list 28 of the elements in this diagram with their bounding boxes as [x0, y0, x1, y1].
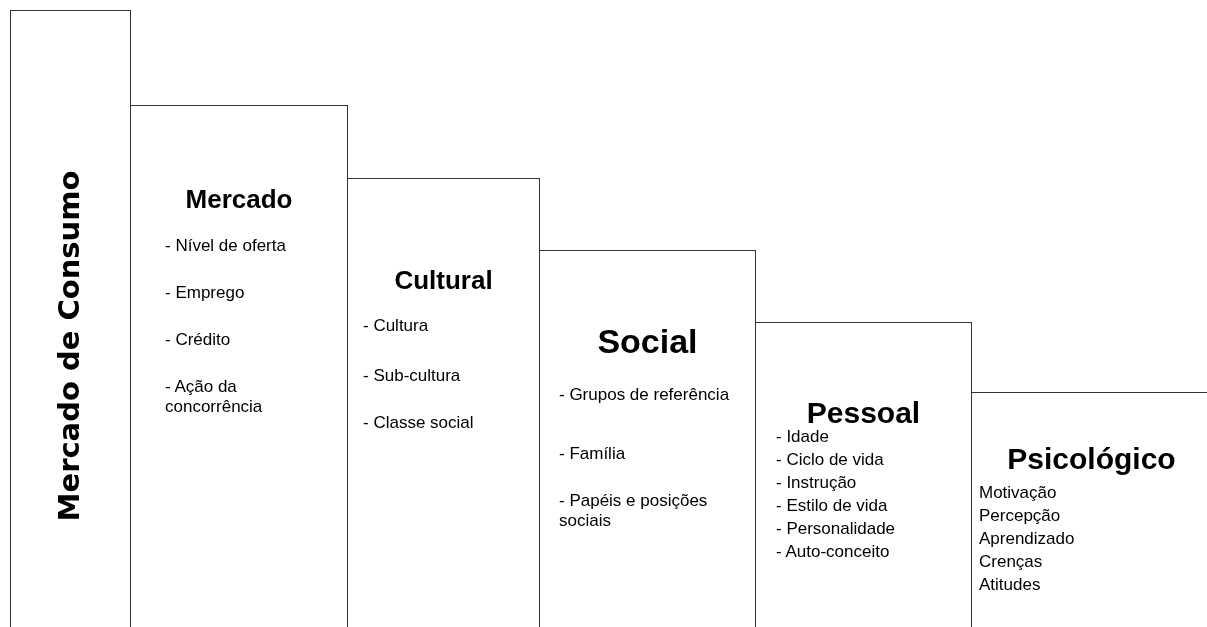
list-item: - Papéis e posições sociais — [559, 491, 709, 532]
step-box — [10, 10, 131, 627]
list-item: - Ação da concorrência — [165, 377, 264, 418]
box-heading: Social — [596, 321, 699, 362]
list-item: - Personalidade — [776, 519, 897, 540]
list-item: Aprendizado — [979, 529, 1076, 550]
list-item: Atitudes — [979, 575, 1042, 596]
list-item: Percepção — [979, 506, 1062, 527]
list-item: Crenças — [979, 552, 1044, 573]
list-item: - Instrução — [776, 473, 858, 494]
list-item: - Idade — [776, 427, 830, 448]
list-item: - Auto-conceito — [776, 542, 891, 563]
list-item: - Crédito — [165, 330, 232, 351]
box-heading: Mercado — [184, 184, 294, 216]
list-item: - Cultura — [363, 316, 430, 337]
list-item: Motivação — [979, 483, 1058, 504]
list-item: - Classe social — [363, 413, 475, 434]
box-heading: Psicológico — [1006, 441, 1177, 477]
list-item: - Família — [559, 444, 627, 465]
vertical-title: Mercado de Consumo — [52, 170, 87, 522]
box-heading: Cultural — [393, 265, 494, 297]
list-item: - Sub-cultura — [363, 366, 462, 387]
list-item: - Nível de oferta — [165, 236, 287, 257]
list-item: - Estilo de vida — [776, 496, 889, 517]
list-item: - Ciclo de vida — [776, 450, 885, 471]
box-heading: Pessoal — [805, 395, 922, 430]
list-item: - Emprego — [165, 283, 246, 304]
list-item: - Grupos de referência — [559, 385, 731, 406]
